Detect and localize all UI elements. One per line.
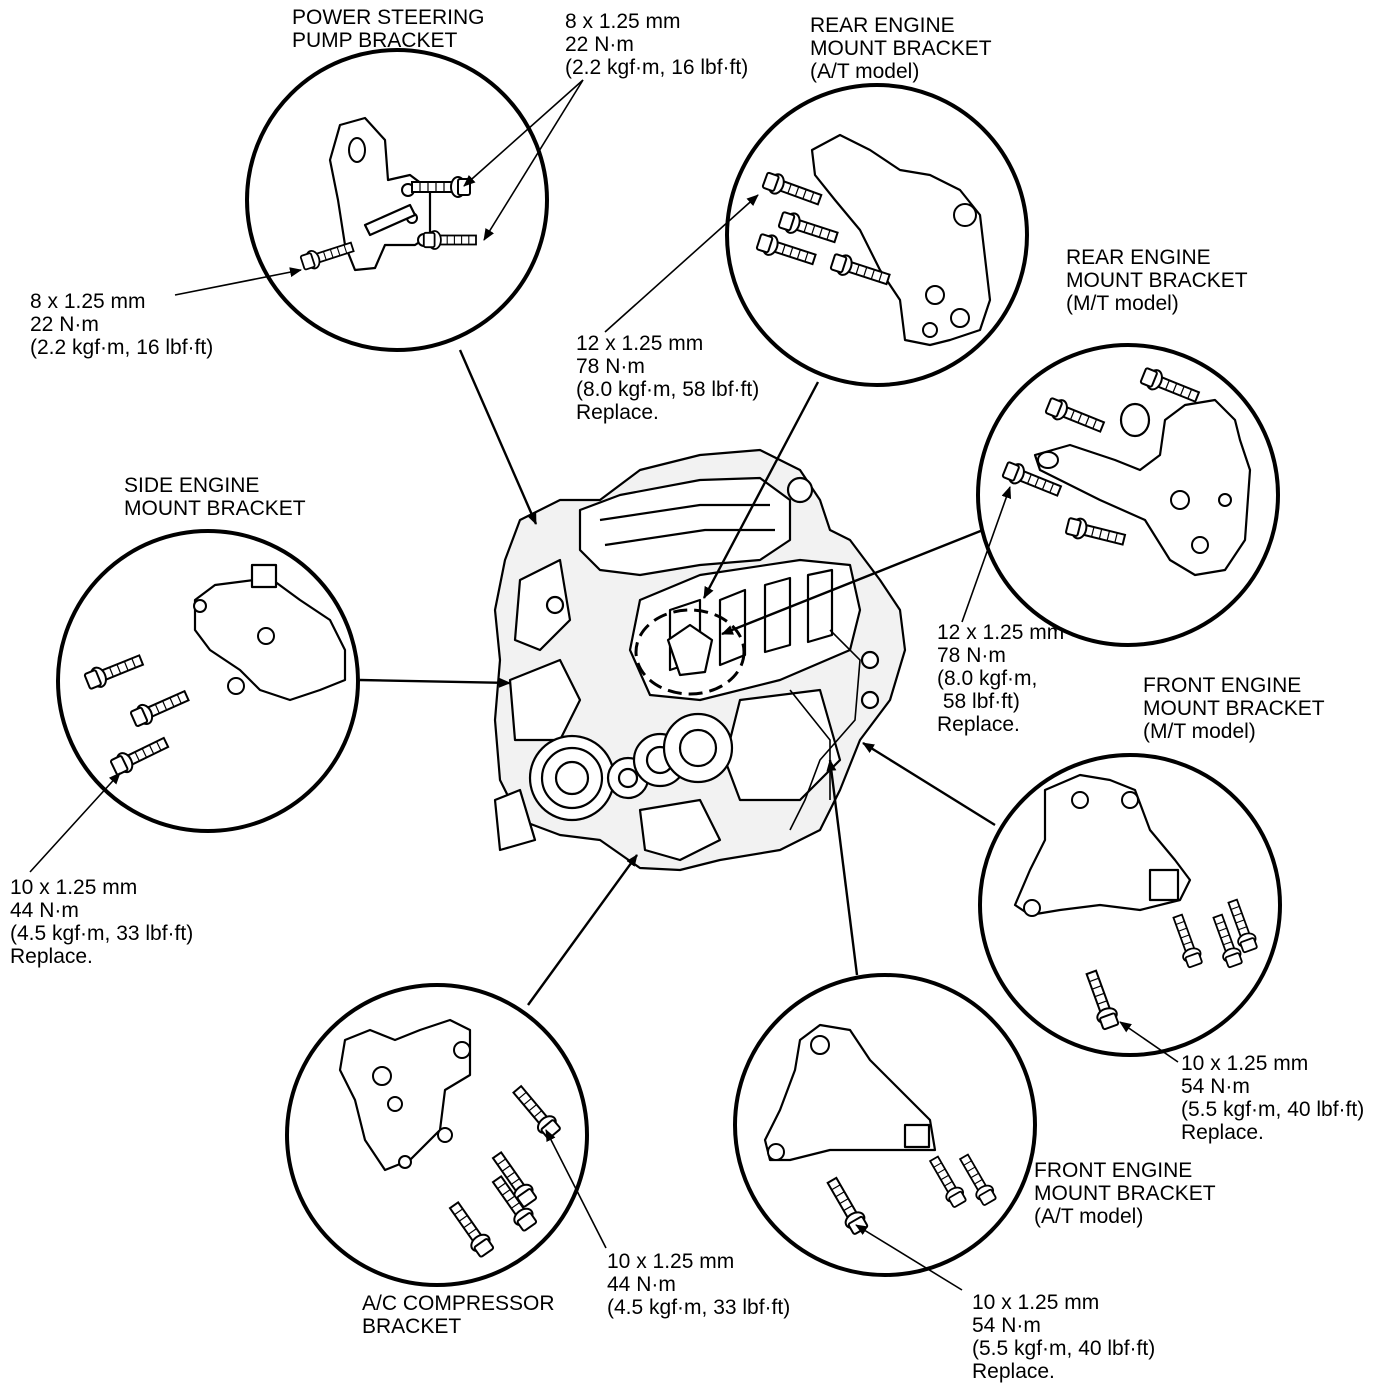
front-mount-bracket-at-circle	[733, 973, 1037, 1277]
torque-leaders	[29, 79, 1179, 1291]
ac-compressor-bracket-circle	[285, 983, 589, 1287]
power-steering-bracket-circle	[245, 48, 549, 352]
front-mount-bracket-mt-circle	[978, 753, 1282, 1057]
rear-mount-bracket-at-circle	[725, 83, 1029, 387]
engine-assembly	[493, 448, 907, 872]
rear-mount-bracket-mt-circle	[976, 343, 1280, 647]
connector-arrows	[359, 349, 996, 1006]
side-mount-bracket-circle	[56, 529, 360, 833]
